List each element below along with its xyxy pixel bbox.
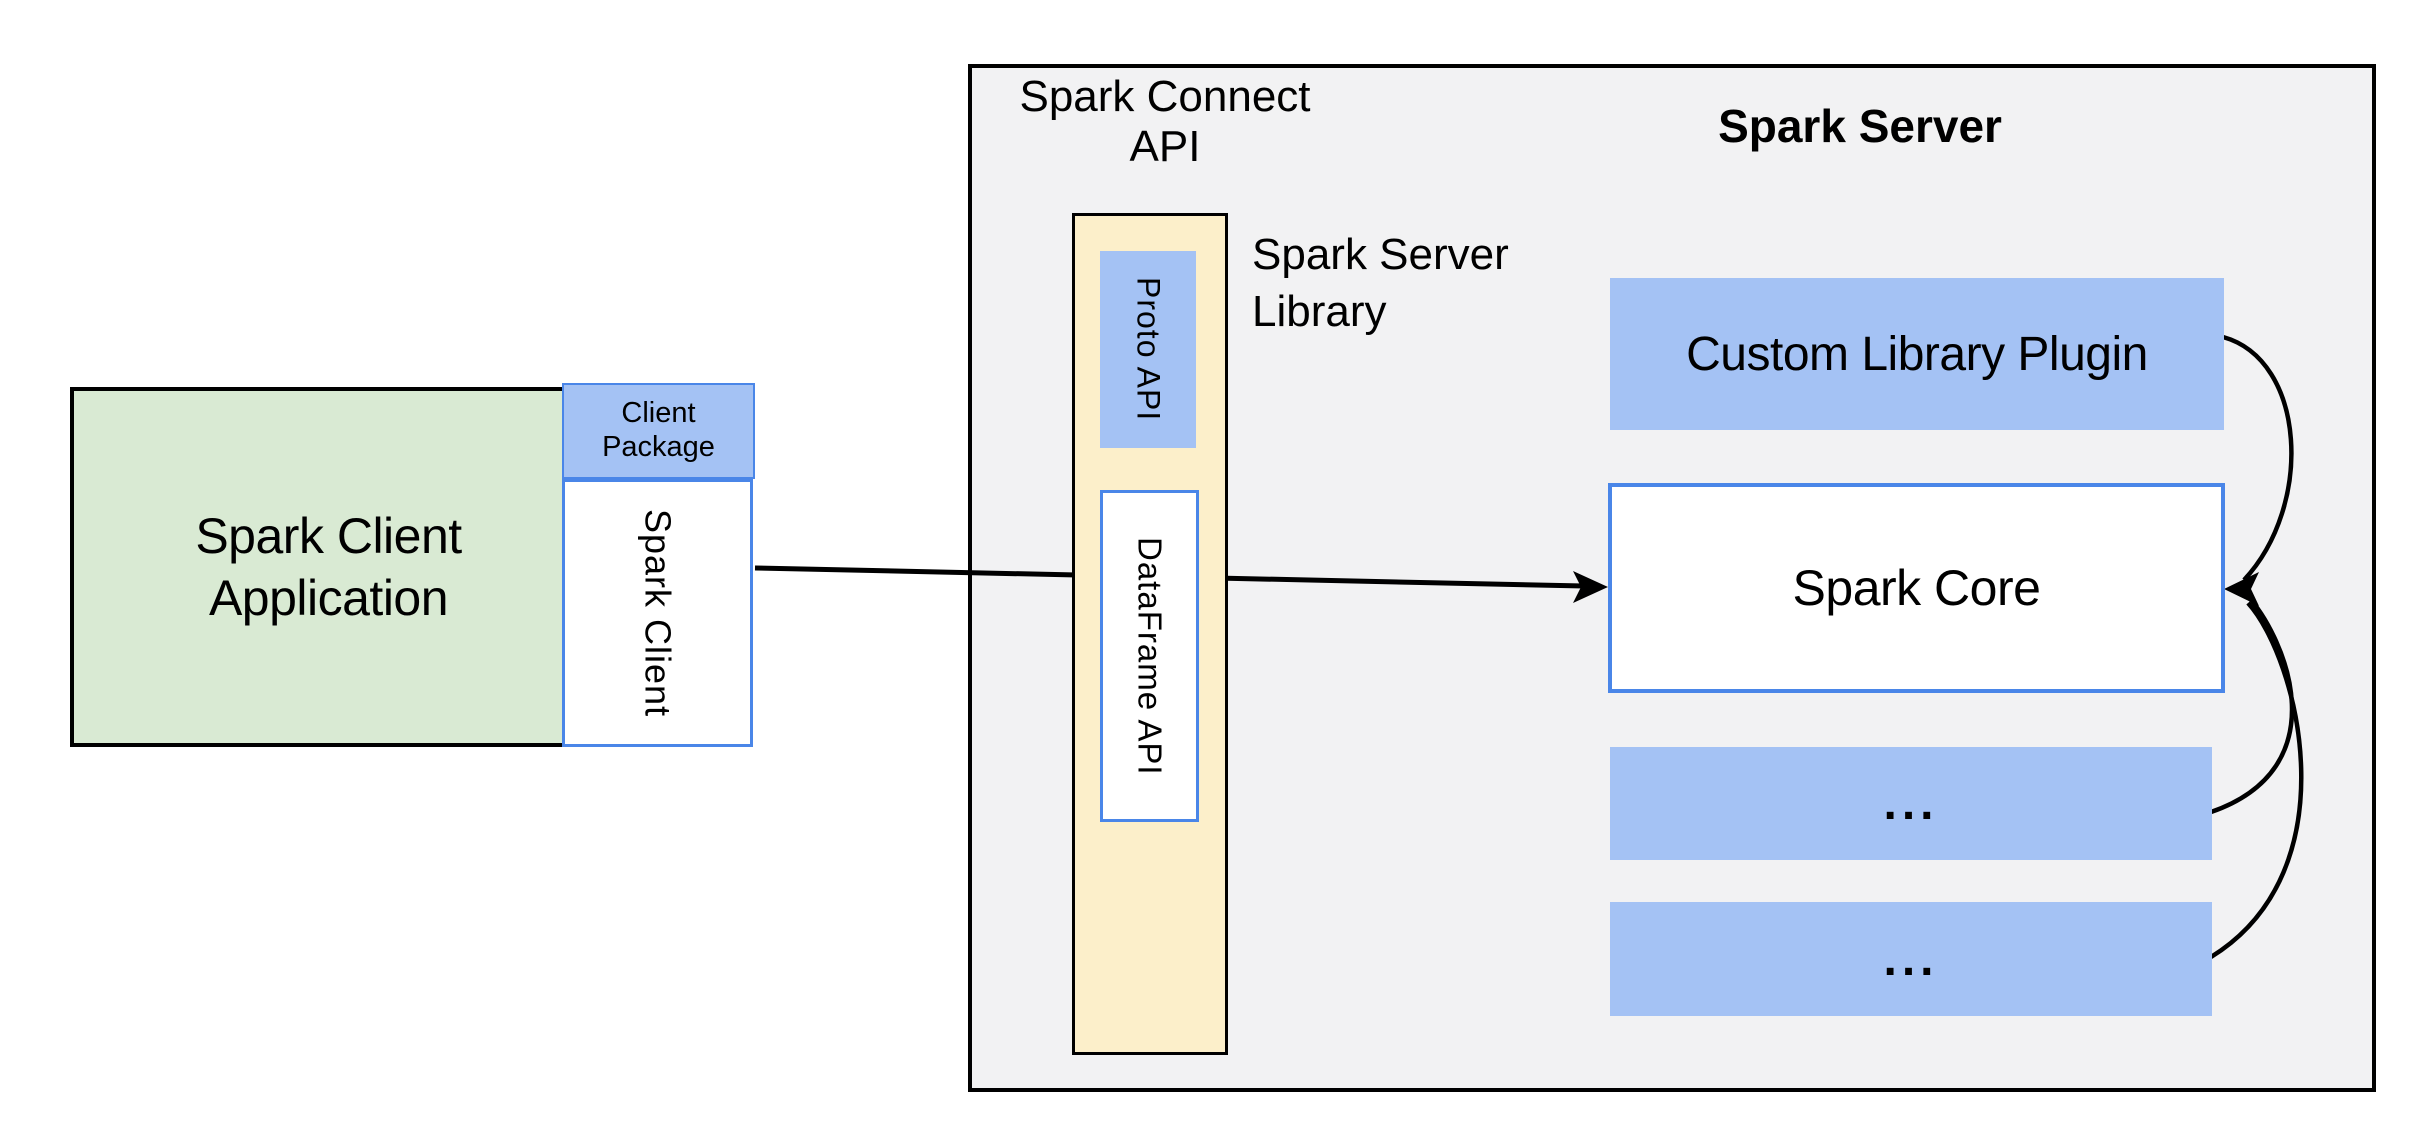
more-plugins-box-1: ... <box>1610 747 2212 860</box>
spark-client-box: Spark Client <box>562 479 753 747</box>
client-package-label: Client Package <box>602 397 715 463</box>
spark-client-application-label: Spark Client Application <box>195 508 462 626</box>
spark-server-heading: Spark Server <box>1718 100 2002 152</box>
spark-connect-api-heading: Spark Connect API <box>1019 72 1311 172</box>
custom-library-plugin-label: Custom Library Plugin <box>1686 327 2148 381</box>
custom-library-plugin-box: Custom Library Plugin <box>1610 278 2224 430</box>
more-plugins-label-2: ... <box>1883 932 1939 986</box>
proto-api-box: Proto API <box>1100 251 1196 448</box>
spark-server-library-label: Spark Server Library <box>1252 230 1509 337</box>
proto-api-label: Proto API <box>1130 277 1167 422</box>
dataframe-api-label: DataFrame API <box>1131 536 1169 776</box>
spark-core-box: Spark Core <box>1608 483 2225 693</box>
client-package-box: Client Package <box>562 383 755 479</box>
spark-client-label: Spark Client <box>637 508 679 718</box>
spark-client-application-box: Spark Client Application <box>70 387 587 747</box>
more-plugins-box-2: ... <box>1610 902 2212 1016</box>
spark-core-label: Spark Core <box>1792 560 2041 616</box>
dataframe-api-box: DataFrame API <box>1100 490 1199 822</box>
more-plugins-label-1: ... <box>1883 777 1939 830</box>
